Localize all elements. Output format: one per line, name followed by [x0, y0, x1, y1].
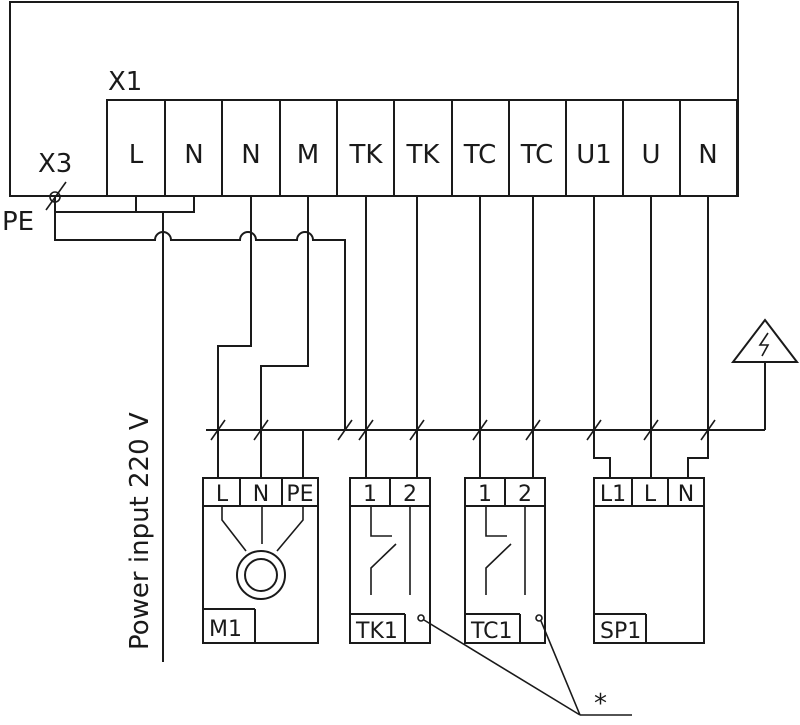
tk1-label: TK1	[355, 619, 398, 644]
mains-l-wire	[135, 196, 195, 213]
motor-l-wire	[217, 196, 252, 478]
lightning-bolt-icon	[758, 332, 770, 357]
x1-terminal-label: TC	[463, 140, 497, 170]
motor-n-wire	[260, 196, 309, 478]
motor-pe-wire	[302, 429, 345, 478]
module-sp1	[593, 477, 705, 644]
tc1-terminal-label: 2	[518, 482, 532, 507]
x1-terminal-label: TC	[520, 140, 554, 170]
x1-terminal-label: U	[641, 140, 660, 170]
x1-terminal-label: TK	[406, 140, 441, 170]
switch-contact-icon	[370, 506, 411, 595]
sp1-terminal-label: L	[644, 482, 657, 507]
tk1-terminal-label: 1	[363, 482, 377, 507]
x3-label: X3	[38, 149, 72, 179]
cable-ticks	[210, 419, 716, 441]
high-voltage-warning-icon	[730, 318, 800, 363]
pe-label: PE	[2, 207, 34, 237]
motor-terminal-label: L	[216, 482, 229, 507]
x1-terminal-labels: L N N M TK TK TC TC U1 U N	[129, 140, 718, 170]
x1-label: X1	[108, 67, 142, 97]
power-input-label: Power input 220 V	[125, 412, 155, 650]
x1-terminal-label: N	[184, 140, 203, 170]
switch-contact-icon	[485, 506, 526, 595]
footnote-leader	[417, 614, 632, 716]
sp1-n-wire	[687, 196, 709, 478]
motor-terminal-label: N	[253, 482, 269, 507]
sp1-l1-wire	[593, 196, 611, 478]
footnote-mark: *	[594, 689, 607, 719]
sp1-label: SP1	[600, 619, 641, 644]
tk1-terminal-label: 2	[403, 482, 417, 507]
terminal-strip-x1	[106, 99, 738, 197]
x1-terminal-label: L	[129, 140, 144, 170]
thermal-contact-tk1	[349, 477, 431, 644]
sp1-terminal-label: L1	[600, 482, 626, 507]
motor-winding-lines	[221, 506, 304, 552]
sp1-terminal-label: N	[678, 482, 694, 507]
x1-terminal-label: N	[241, 140, 260, 170]
motor-terminal-label: PE	[286, 482, 313, 507]
motor-label: M1	[209, 617, 242, 642]
x1-terminal-label: TK	[349, 140, 384, 170]
thermal-contact-tc1	[464, 477, 546, 644]
x1-terminal-label: N	[698, 140, 717, 170]
pe-wire	[54, 197, 346, 430]
x1-terminal-label: U1	[576, 140, 612, 170]
tc1-terminal-label: 1	[478, 482, 492, 507]
motor-m1	[202, 477, 319, 644]
pe-bond-wire	[54, 197, 136, 213]
tc1-label: TC1	[470, 619, 513, 644]
motor-icon	[236, 550, 286, 600]
x1-terminal-label: M	[297, 140, 319, 170]
